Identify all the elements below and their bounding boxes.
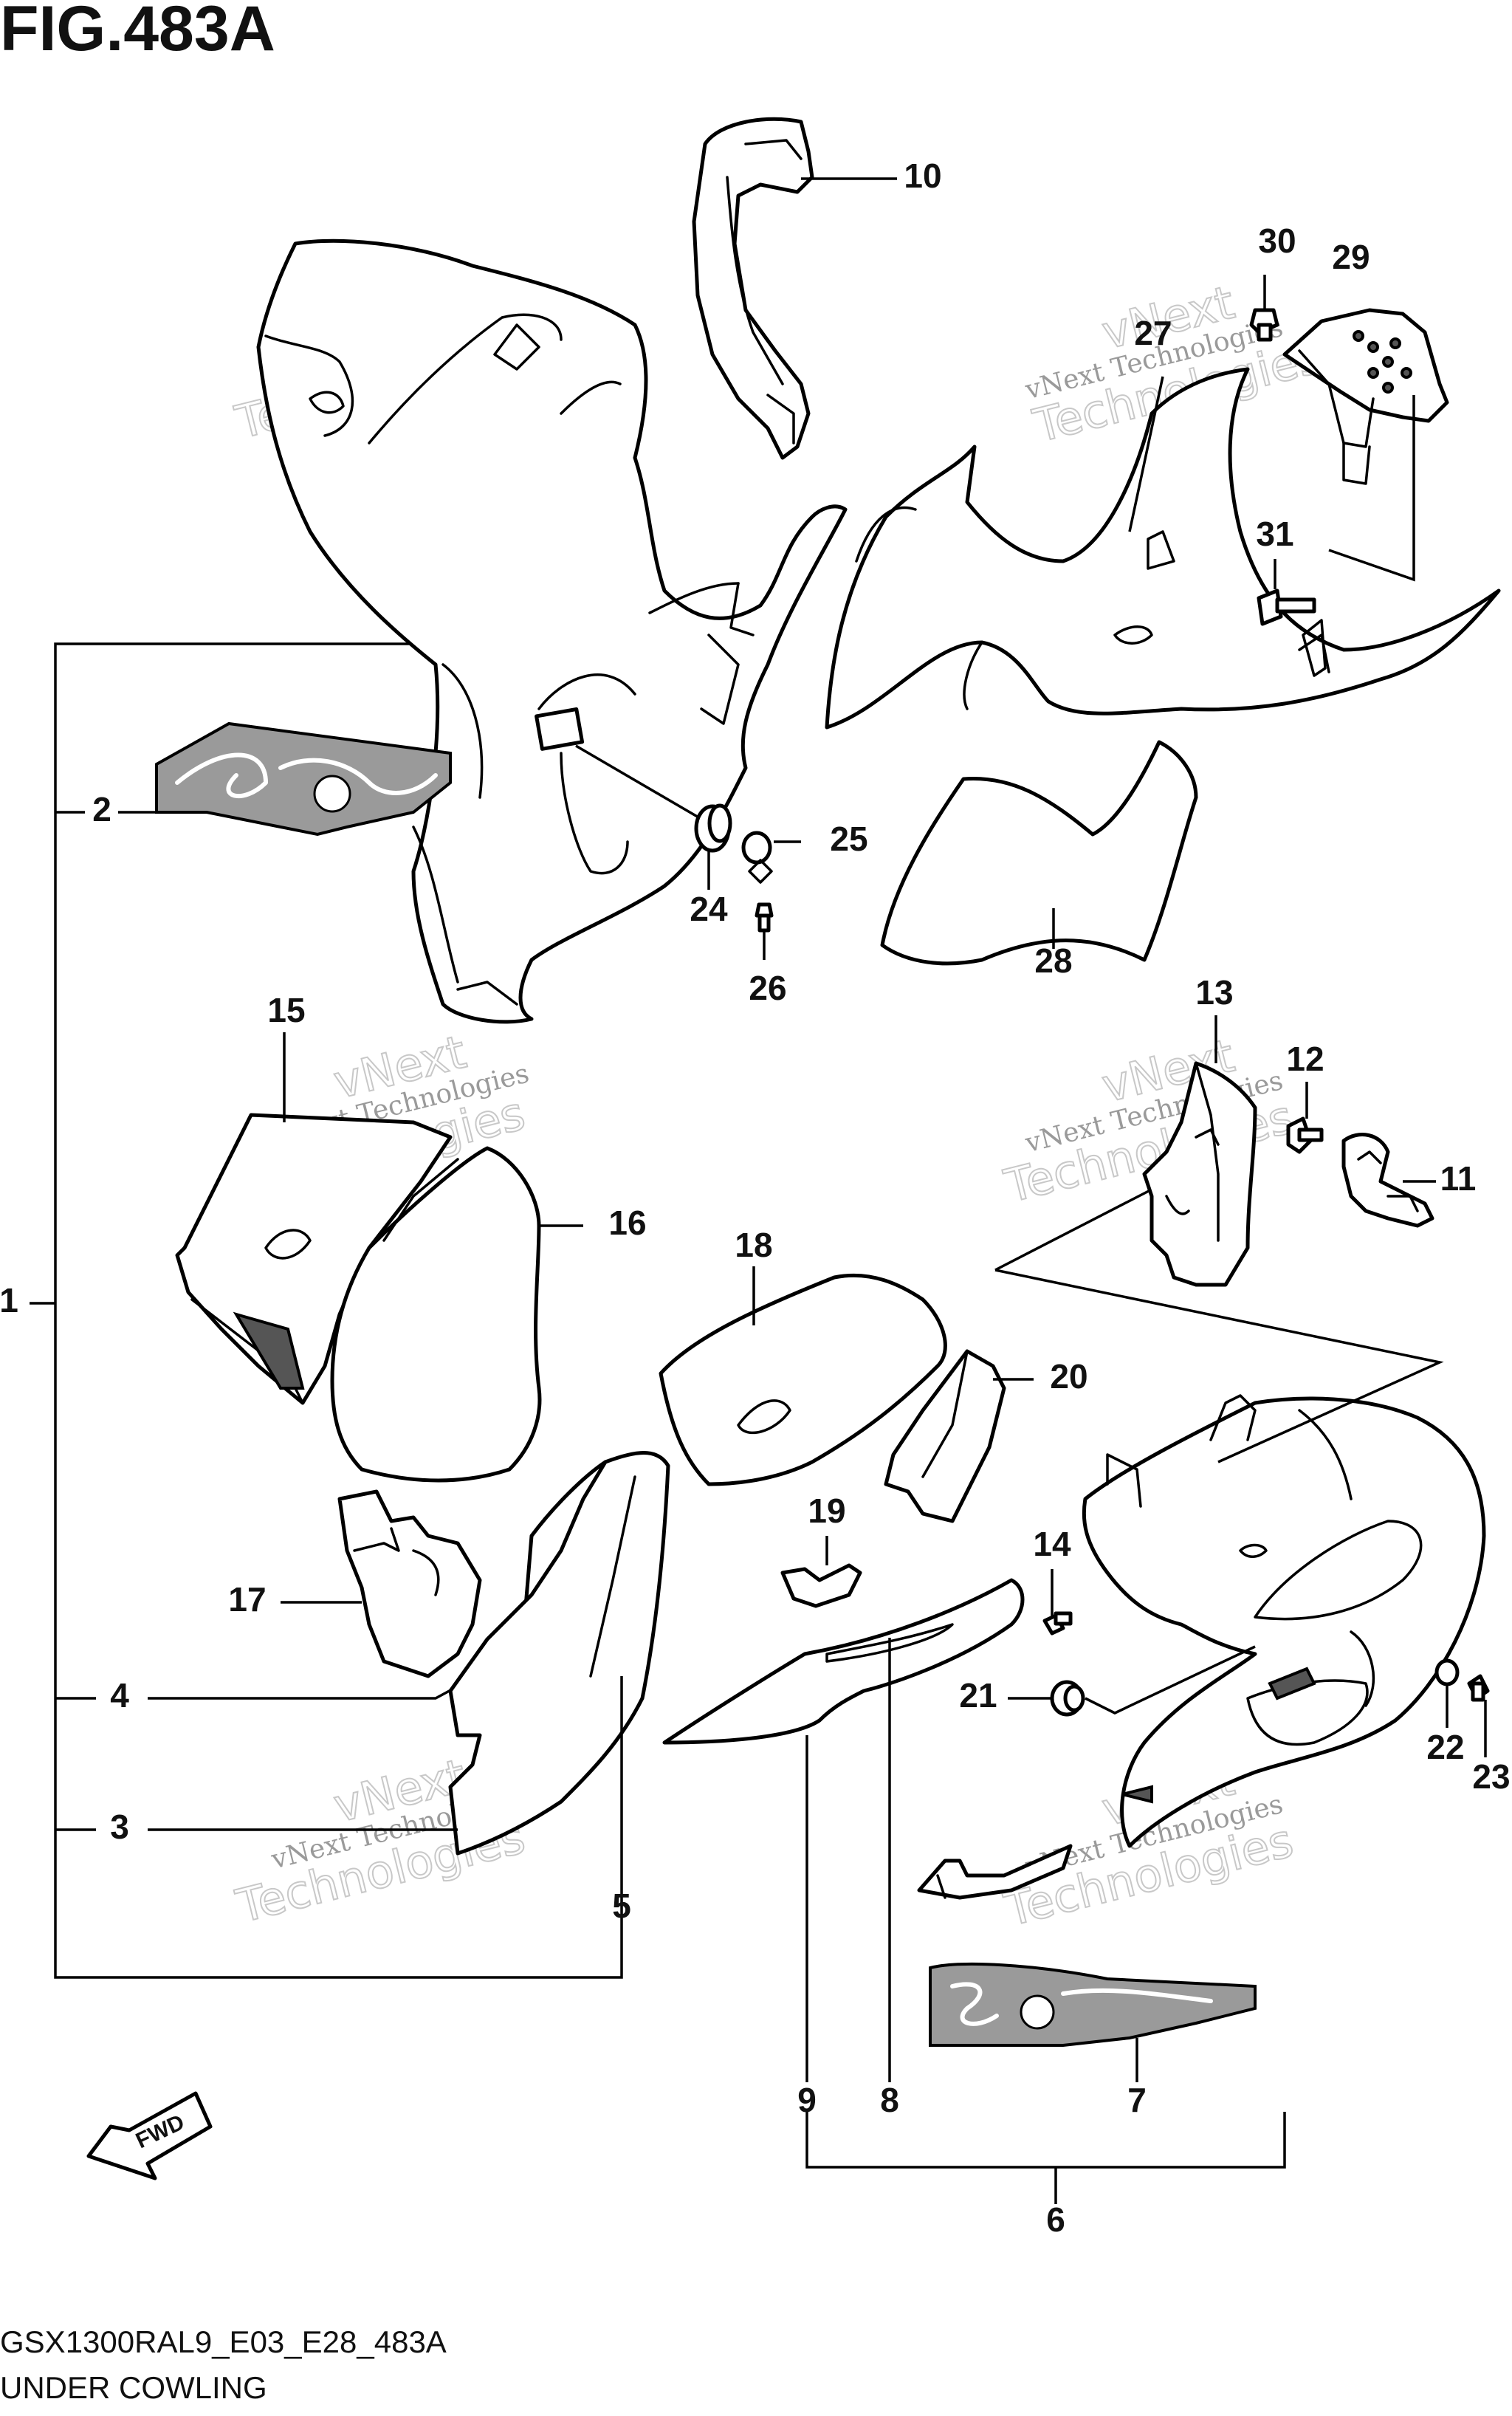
part-27-cowl [825, 367, 1501, 730]
part-9-panel [662, 1578, 1025, 1745]
model-code: GSX1300RAL9_E03_E28_483A [0, 2324, 447, 2359]
part-22-washer [1434, 1658, 1460, 1686]
part-25-washer [741, 831, 773, 884]
part-31-screw [1257, 588, 1327, 677]
callout-11: 11 [1440, 1159, 1477, 1198]
part-21-grommet [1050, 1680, 1085, 1717]
callout-10: 10 [904, 157, 941, 195]
part-15-panel [175, 1113, 453, 1405]
callout-20: 20 [1050, 1357, 1087, 1396]
part-26-bolt [755, 902, 774, 933]
part-10-duct [692, 117, 814, 460]
callout-31: 31 [1256, 515, 1293, 553]
callout-2: 2 [92, 790, 111, 828]
part-7-decal [929, 1963, 1257, 2047]
callout-7: 7 [1127, 2081, 1147, 2119]
fwd-arrow-icon: FWD [86, 2091, 213, 2180]
callout-28: 28 [1034, 941, 1072, 980]
part-18-panel [659, 1273, 947, 1486]
part-30-screw [1249, 308, 1279, 342]
callout-9: 9 [797, 2081, 817, 2119]
part-14-bolt [1042, 1611, 1073, 1636]
part-23-screw [1467, 1674, 1490, 1702]
callout-13: 13 [1195, 973, 1233, 1012]
callout-25: 25 [830, 820, 867, 858]
part-11-bracket [1341, 1133, 1434, 1228]
callout-labels: 1 2 3 4 5 6 7 8 9 10 11 12 13 14 15 16 1… [0, 157, 1511, 2239]
callout-19: 19 [808, 1492, 845, 1530]
callout-12: 12 [1286, 1040, 1324, 1078]
part-19-clip [780, 1563, 862, 1608]
part-13-bracket [1142, 1061, 1257, 1287]
part-12-screw [1286, 1116, 1324, 1154]
callout-14: 14 [1033, 1525, 1071, 1563]
assembly-bracket-1 [54, 642, 623, 1979]
part-28-panel [880, 740, 1198, 966]
callout-15: 15 [267, 991, 305, 1029]
part-24-grommet [694, 803, 732, 853]
callout-18: 18 [735, 1226, 772, 1264]
part-17-bracket [337, 1489, 482, 1678]
callout-22: 22 [1426, 1728, 1464, 1766]
assembly-bracket-6 [805, 2112, 1286, 2204]
part-6-lower-cowl [1082, 1394, 1486, 1848]
callout-21: 21 [959, 1676, 997, 1715]
callout-17: 17 [228, 1580, 266, 1619]
figure-caption: UNDER COWLING [0, 2370, 267, 2405]
callout-23: 23 [1472, 1757, 1510, 1796]
callout-6: 6 [1046, 2200, 1065, 2239]
part-2-decal [155, 721, 452, 837]
callout-1: 1 [0, 1281, 18, 1319]
part-9-bracket [917, 1844, 1073, 1900]
callout-3: 3 [110, 1808, 129, 1846]
figure-title: FIG.483A [0, 0, 275, 64]
part-29-bracket [1282, 308, 1449, 485]
callout-27: 27 [1134, 314, 1172, 352]
callout-5: 5 [612, 1887, 631, 1925]
part-16-panel [330, 1146, 542, 1483]
callout-8: 8 [880, 2081, 899, 2119]
callout-4: 4 [110, 1676, 129, 1715]
part-20-bracket [884, 1349, 1006, 1523]
callout-29: 29 [1332, 238, 1370, 276]
callout-16: 16 [608, 1204, 646, 1242]
callout-24: 24 [690, 890, 728, 928]
part-5-panel [448, 1451, 670, 1856]
callout-30: 30 [1258, 222, 1296, 260]
callout-26: 26 [749, 969, 786, 1007]
